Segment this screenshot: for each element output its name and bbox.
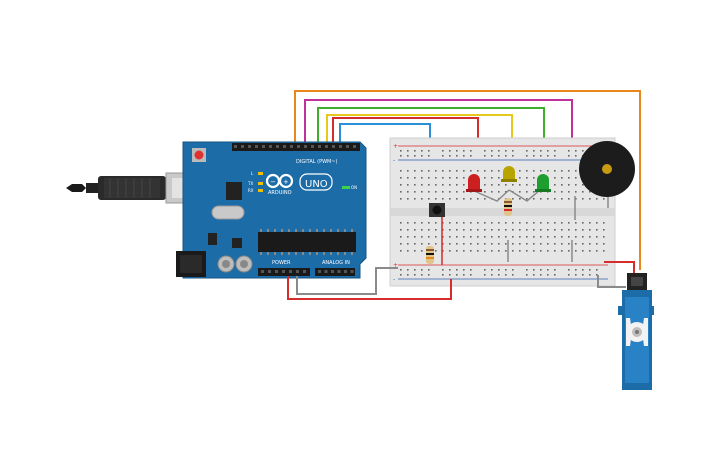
wire-orange <box>294 90 641 270</box>
breadboard-jumpers[interactable] <box>441 189 609 265</box>
arduino-uno-board[interactable]: DIGITAL (PWM~) − + ARDUINO UNO L TX RX O… <box>176 141 367 279</box>
digital-header[interactable] <box>232 143 360 151</box>
atmega-chip <box>258 232 356 252</box>
crystal <box>211 205 245 220</box>
wire-magenta <box>304 99 573 148</box>
rail-plus-label: + <box>393 143 398 150</box>
rail-minus-label: - <box>393 276 395 283</box>
micro-servo[interactable] <box>618 273 654 390</box>
analog-header[interactable] <box>315 268 355 276</box>
power-label: POWER <box>272 260 291 266</box>
wire-gray-servo <box>597 275 626 288</box>
l-led-label: L <box>251 171 254 176</box>
rx-label: RX <box>248 188 254 193</box>
digital-label: DIGITAL (PWM~) <box>296 159 338 165</box>
led-yellow[interactable] <box>501 166 517 182</box>
pushbutton[interactable] <box>429 203 445 217</box>
arduino-logo <box>265 173 294 189</box>
on-label: ON <box>351 185 357 190</box>
resistor-button <box>426 246 434 264</box>
led-red[interactable] <box>466 174 482 192</box>
rail-minus-label: - <box>393 157 395 164</box>
arduino-logo-text: ARDUINO <box>268 190 292 196</box>
rail-plus-label: + <box>393 262 398 269</box>
tx-label: TX <box>247 181 253 186</box>
wire-gray-gnd <box>296 267 398 295</box>
board-model: UNO <box>305 179 328 190</box>
resistor-led <box>504 198 512 216</box>
svg-text:−: − <box>270 178 276 186</box>
signal-wires[interactable] <box>294 90 641 270</box>
svg-text:+: + <box>283 178 289 186</box>
led-green[interactable] <box>535 174 551 192</box>
piezo-buzzer[interactable] <box>579 141 635 197</box>
wire-red-5v <box>287 276 452 300</box>
analog-label: ANALOG IN <box>322 260 350 266</box>
